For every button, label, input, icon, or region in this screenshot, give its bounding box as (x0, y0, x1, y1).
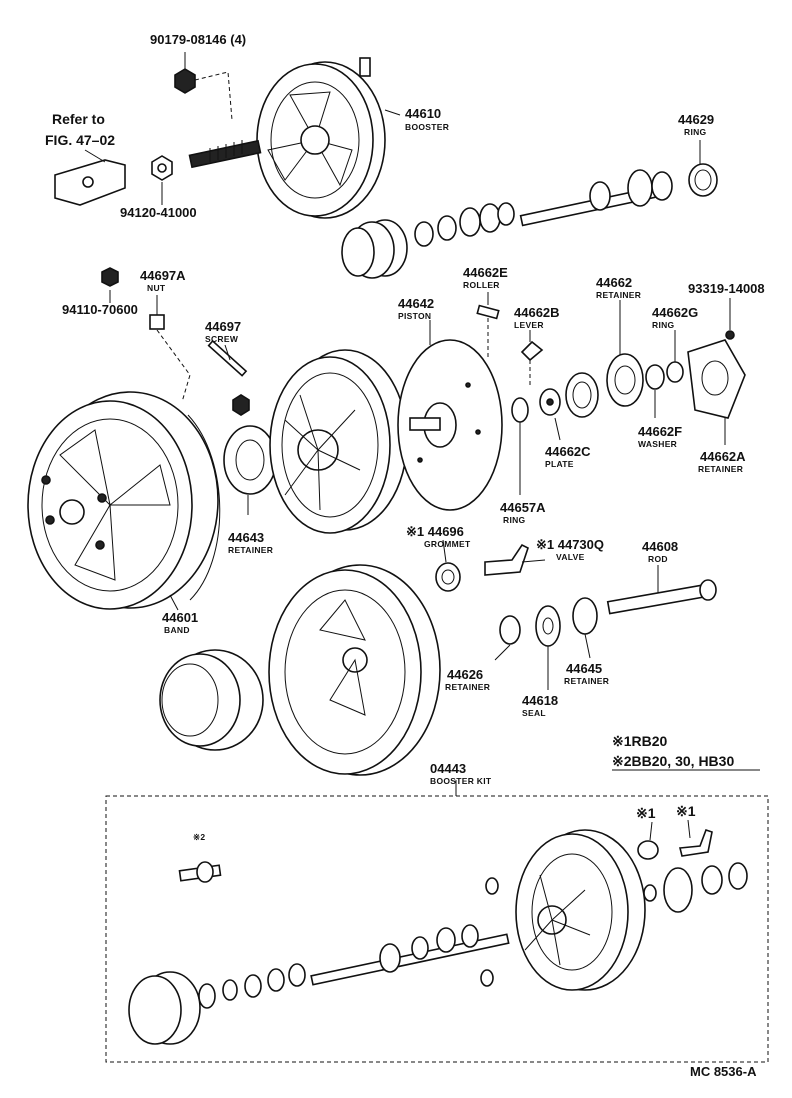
grommet-valve (435, 543, 529, 592)
label-number-94110: 94110-70600 (62, 302, 138, 317)
booster-kit-box (105, 780, 769, 1063)
retainer-44643 (223, 425, 277, 495)
label-name-44601: BAND (164, 625, 190, 635)
roller-lever (476, 304, 561, 423)
label-name-44657A: RING (503, 515, 526, 525)
note-bb20: ※2BB20, 30, HB30 (612, 753, 734, 769)
label-name-44662: RETAINER (596, 290, 641, 300)
retainer-44662-group (565, 330, 746, 419)
label-number-44610: 44610 (405, 106, 441, 121)
upper-shaft (519, 163, 718, 227)
rod-44608 (606, 579, 717, 615)
rear-housing (268, 564, 441, 776)
leader-lines (109, 52, 731, 841)
label-number-44662B: 44662B (514, 305, 560, 320)
label-number-94120: 94120-41000 (120, 205, 197, 220)
front-shell (27, 391, 221, 611)
label-number-44730Q: ※1 44730Q (536, 537, 604, 552)
label-number-44643: 44643 (228, 530, 264, 545)
label-number-44662F: 44662F (638, 424, 682, 439)
note-rb20: ※1RB20 (612, 733, 668, 749)
rear-shell (269, 349, 408, 534)
label-number-44642: 44642 (398, 296, 434, 311)
refer-line-2: FIG. 47–02 (45, 132, 115, 148)
seal-retainer-group (499, 597, 598, 647)
kit-mark-valve-2: ※1 (676, 803, 696, 819)
label-number-44608: 44608 (642, 539, 678, 554)
label-number-44662A: 44662A (700, 449, 746, 464)
nut-94110 (101, 267, 119, 287)
piston-44642 (397, 339, 503, 511)
label-name-44642: PISTON (398, 311, 431, 321)
label-number-44696: ※1 44696 (406, 524, 464, 539)
label-number-90179: 90179-08146 (4) (150, 32, 246, 47)
label-name-44662C: PLATE (545, 459, 574, 469)
label-name-44629: RING (684, 127, 707, 137)
nut-90179 (174, 68, 233, 121)
label-name-44697A: NUT (147, 283, 166, 293)
refer-text: Refer to FIG. 47–02 (45, 111, 115, 148)
label-number-44662C: 44662C (545, 444, 591, 459)
label-number-44662: 44662 (596, 275, 632, 290)
label-name-44643: RETAINER (228, 545, 273, 555)
label-number-44645: 44645 (566, 661, 602, 676)
nut-44697A (149, 314, 191, 403)
label-number-44618: 44618 (522, 693, 558, 708)
label-name-44608: ROD (648, 554, 668, 564)
part-labels: 90179-08146 (4) 44610 BOOSTER 94120-4100… (62, 32, 765, 786)
label-number-93319: 93319-14008 (688, 281, 765, 296)
label-name-44662B: LEVER (514, 320, 544, 330)
label-number-44626: 44626 (447, 667, 483, 682)
label-number-44601: 44601 (162, 610, 198, 625)
label-number-44662E: 44662E (463, 265, 508, 280)
label-name-44662F: WASHER (638, 439, 677, 449)
screw-44697 (207, 339, 250, 416)
label-name-44618: SEAL (522, 708, 546, 718)
kit-mark-valve: ※2 (193, 832, 205, 842)
label-number-04443: 04443 (430, 761, 466, 776)
label-number-44697A: 44697A (140, 268, 186, 283)
label-name-44662G: RING (652, 320, 675, 330)
booster-assembly (188, 57, 386, 219)
applicability-notes: ※1RB20 ※2BB20, 30, HB30 (612, 733, 760, 771)
label-name-44645: RETAINER (564, 676, 609, 686)
figure-code: MC 8536-A (690, 1064, 757, 1079)
label-name-44662E: ROLLER (463, 280, 500, 290)
label-name-44662A: RETAINER (698, 464, 743, 474)
nut-94120 (151, 155, 173, 181)
label-name-44696: GROMMET (424, 539, 471, 549)
label-name-44610: BOOSTER (405, 122, 449, 132)
label-number-44657A: 44657A (500, 500, 546, 515)
label-name-44730Q: VALVE (556, 552, 585, 562)
kit-mark-grommet: ※1 (636, 805, 656, 821)
label-name-44626: RETAINER (445, 682, 490, 692)
refer-line-1: Refer to (52, 111, 105, 127)
label-number-44697: 44697 (205, 319, 241, 334)
label-number-44629: 44629 (678, 112, 714, 127)
label-name-44697: SCREW (205, 334, 239, 344)
upper-diaphragm-stack (341, 202, 515, 279)
label-number-44662G: 44662G (652, 305, 698, 320)
lower-diaphragm (159, 649, 264, 751)
refer-bracket (54, 149, 126, 206)
kit-marks: ※2 ※1 ※1 (193, 803, 696, 842)
label-name-04443: BOOSTER KIT (430, 776, 492, 786)
